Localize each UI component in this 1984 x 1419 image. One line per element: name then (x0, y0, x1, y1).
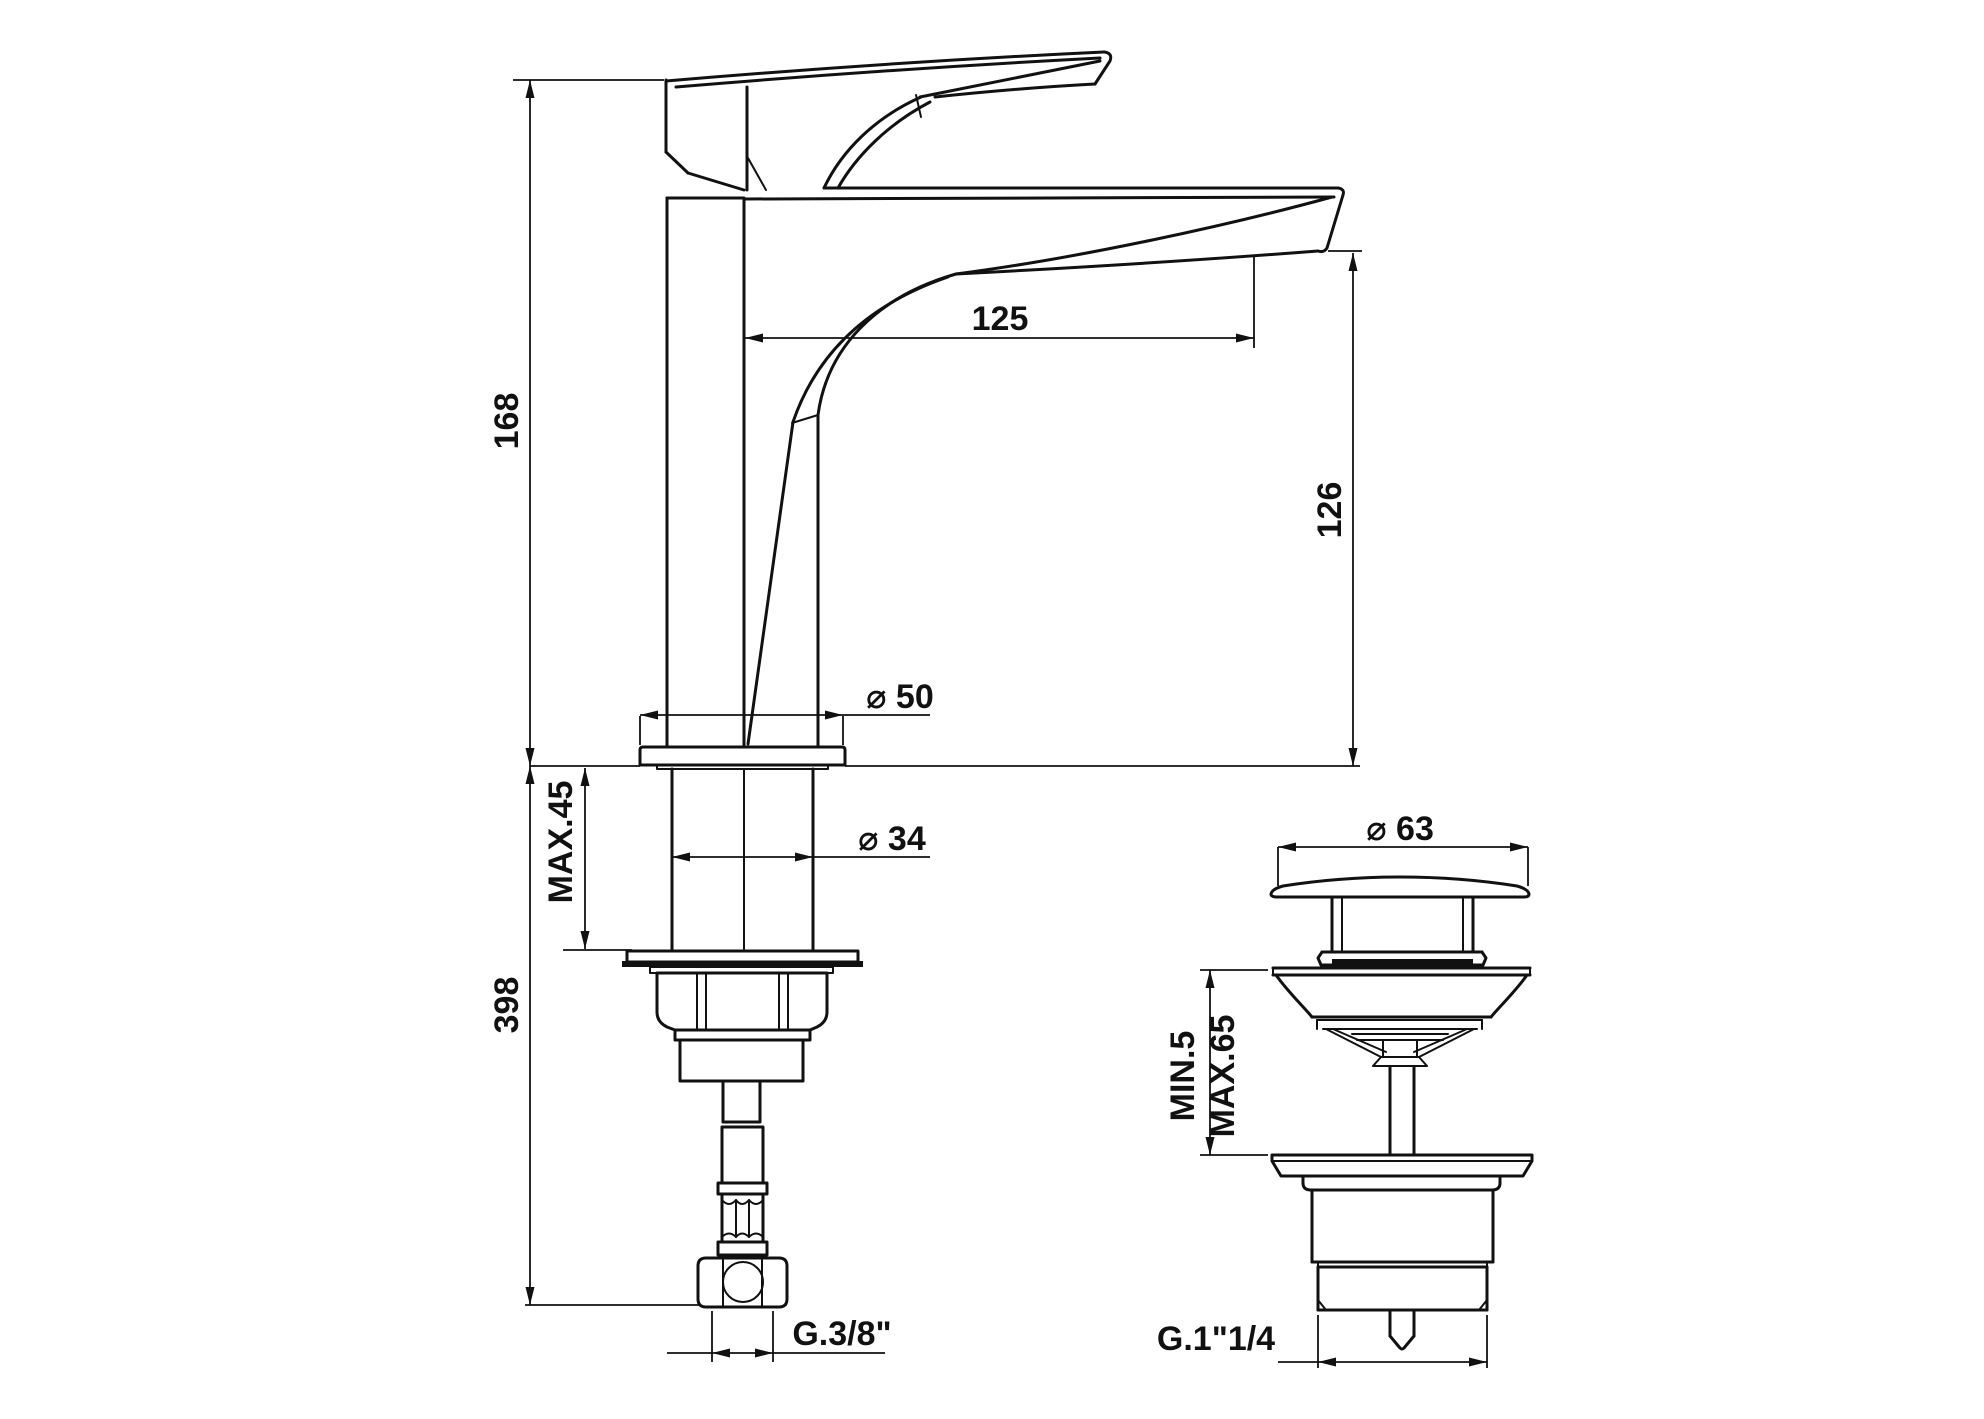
dimension-deck-thickness (563, 768, 632, 951)
dim-label-cap-diameter: ⌀ 63 (1366, 810, 1434, 848)
faucet-body-and-spout (665, 186, 1345, 749)
dimension-cap-diameter (1277, 842, 1529, 886)
drain-lower-body (1270, 1153, 1534, 1312)
faucet-mounting-shank (670, 767, 815, 953)
dim-label-base-diameter: ⌀ 50 (866, 678, 934, 716)
drain-view: ⌀ 63 MIN.5 MAX.65 G.1"1/4 (1157, 810, 1534, 1368)
dim-label-waste-thread: G.1"1/4 (1157, 1320, 1275, 1358)
dimension-spout-reach (745, 256, 1255, 348)
dimension-hose-thread (667, 1311, 885, 1362)
faucet-base-plate (638, 745, 847, 770)
faucet-view: 168 398 MAX.45 ⌀ 50 ⌀ 34 125 126 G.3/8" (488, 50, 1362, 1362)
drain-stem-rod (1388, 1065, 1416, 1157)
drain-bottom-pin (1388, 1308, 1416, 1351)
dimension-clamp-range (1200, 969, 1268, 1156)
dim-label-total-height: 168 (488, 393, 526, 450)
dim-label-hose-thread: G.3/8" (792, 1315, 891, 1353)
dimension-spout-height (1328, 250, 1362, 766)
dimension-base-diameter (639, 710, 930, 745)
dimension-shank-diameter (672, 852, 930, 862)
dimension-waste-thread (1278, 1315, 1488, 1368)
faucet-mounting-nut-assembly (622, 949, 863, 1083)
dim-label-below-deck-height: 398 (488, 977, 526, 1034)
drain-bell-body (1271, 966, 1532, 1067)
faucet-supply-hose (716, 1079, 769, 1257)
faucet-cartridge-housing (664, 78, 767, 192)
dim-label-clamp-min: MIN.5 (1164, 1031, 1202, 1122)
drain-cap (1269, 875, 1531, 967)
dim-label-spout-reach: 125 (972, 300, 1029, 338)
faucet-lever-handle (664, 50, 1113, 190)
dim-label-spout-height: 126 (1311, 482, 1349, 539)
dim-label-max-deck-thickness: MAX.45 (542, 781, 580, 904)
dimension-total-height (513, 79, 1360, 1306)
dim-label-clamp-max: MAX.65 (1204, 1015, 1242, 1138)
faucet-hose-end-nut (696, 1256, 789, 1309)
dim-label-shank-diameter: ⌀ 34 (858, 820, 926, 858)
